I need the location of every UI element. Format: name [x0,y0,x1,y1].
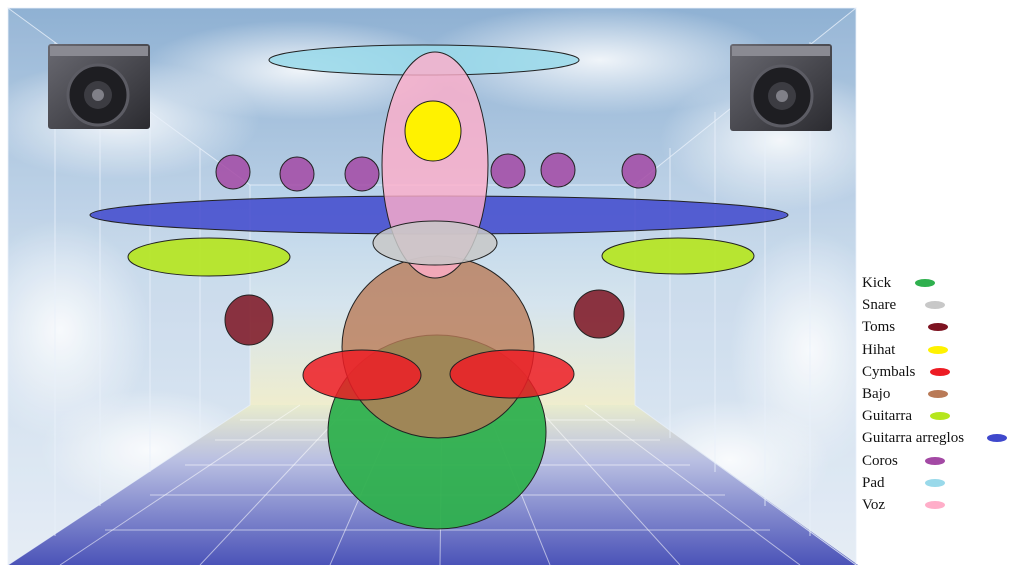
cymbals-right-ellipse [450,350,574,398]
legend-label: Hihat [862,339,895,361]
legend-item-bass: Bajo [862,383,1009,405]
legend-swatch [925,501,945,509]
legend-label: Snare [862,294,896,316]
legend-swatch [925,301,945,309]
legend-swatch [987,434,1007,442]
legend-label: Coros [862,450,898,472]
legend-label: Cymbals [862,361,915,383]
choir-circle-4 [491,154,525,188]
choir-circle-3 [345,157,379,191]
legend-label: Kick [862,272,891,294]
legend-label: Bajo [862,383,890,405]
legend-item-hihat: Hihat [862,339,1009,361]
speaker-right-icon [730,44,832,131]
choir-circle-6 [622,154,656,188]
legend-item-choir: Coros [862,450,1009,472]
legend-swatch [925,479,945,487]
legend-label: Guitarra [862,405,912,427]
legend-swatch [930,368,950,376]
mix-stage-diagram [0,0,858,565]
cymbals-left-ellipse [303,350,421,400]
legend-label: Toms [862,316,895,338]
speaker-left-icon [48,44,150,129]
snare-ellipse [373,221,497,265]
toms-left-circle [225,295,273,345]
legend-label: Pad [862,472,885,494]
guitar-left-ellipse [128,238,290,276]
choir-circle-5 [541,153,575,187]
legend-swatch [928,323,948,331]
legend-item-pad: Pad [862,472,1009,494]
legend-item-snare: Snare [862,294,1009,316]
choir-circle-1 [216,155,250,189]
legend-item-guitar: Guitarra [862,405,1009,427]
guitar-right-ellipse [602,238,754,274]
legend-swatch [928,390,948,398]
legend-label: Voz [862,494,885,516]
legend-label: Guitarra arreglos [862,427,964,449]
legend-swatch [928,346,948,354]
legend-item-toms: Toms [862,316,1009,338]
legend-item-vocals: Voz [862,494,1009,516]
legend-item-kick: Kick [862,272,1009,294]
hihat-circle [405,101,461,161]
bass-circle [342,256,534,438]
legend-item-guitar-arrangements: Guitarra arreglos [862,427,1009,449]
legend: Kick Snare Toms Hihat Cymbals Bajo Guita… [862,272,1009,516]
legend-swatch [930,412,950,420]
legend-swatch [915,279,935,287]
toms-right-circle [574,290,624,338]
choir-circle-2 [280,157,314,191]
legend-swatch [925,457,945,465]
legend-item-cymbals: Cymbals [862,361,1009,383]
